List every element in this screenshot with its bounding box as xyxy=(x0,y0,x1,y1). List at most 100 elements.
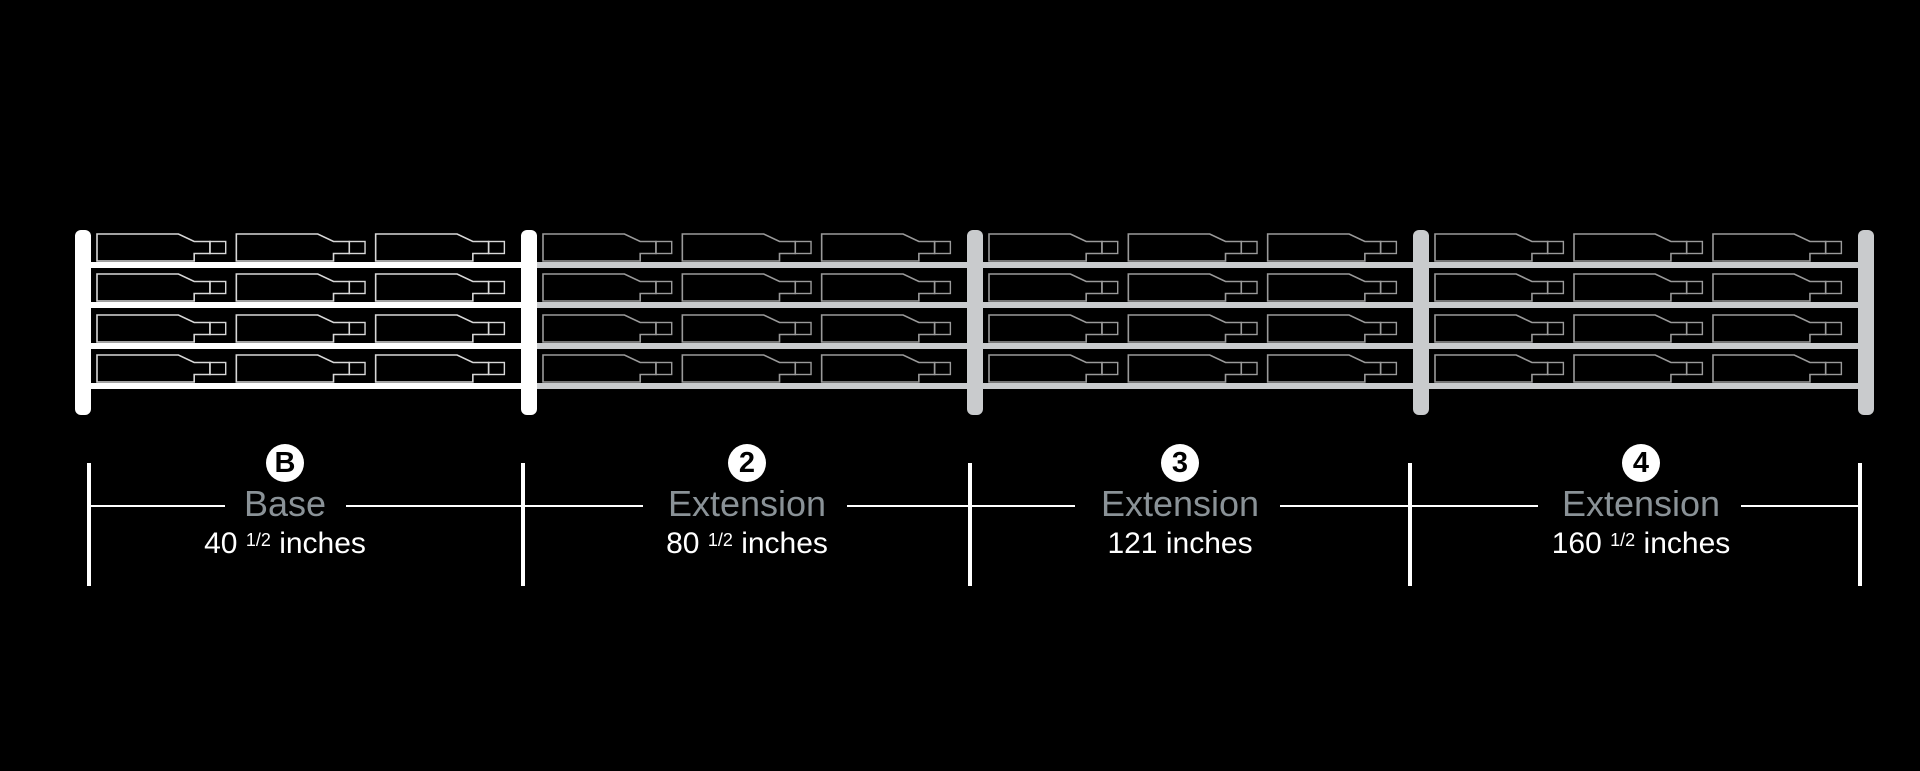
module-name: Extension xyxy=(667,483,827,524)
bottle-cap xyxy=(1379,321,1398,336)
length-fraction: 1/2 xyxy=(245,530,271,550)
bottle-outline xyxy=(1573,233,1688,262)
bottle-icon xyxy=(820,233,952,262)
bottle-outline xyxy=(235,233,351,262)
bottle-icon xyxy=(681,273,812,302)
bottle-icon xyxy=(1127,354,1258,383)
length-fraction: 1/2 xyxy=(707,530,733,550)
dimension-line xyxy=(346,505,523,507)
bottle-icon xyxy=(1712,354,1843,383)
circle-number-2-icon: 2 xyxy=(728,444,766,482)
bottle-icon xyxy=(235,314,366,343)
bottle-icon xyxy=(1712,314,1843,343)
bottle-outline xyxy=(820,354,936,383)
rack-post xyxy=(75,230,91,415)
bottle-icon xyxy=(820,354,952,383)
bottle-icon xyxy=(1573,273,1704,302)
dimension-line xyxy=(523,505,643,507)
bottle-icon xyxy=(1127,273,1258,302)
bottle-cap xyxy=(1824,240,1843,255)
dimension-lines xyxy=(87,463,1862,586)
bottle-cap xyxy=(1546,280,1565,295)
bottles-layer xyxy=(96,233,1843,383)
bottle-icon xyxy=(1127,314,1258,343)
bottle-cap xyxy=(794,361,812,376)
length-unit: inches xyxy=(279,527,366,560)
bottle-outline xyxy=(1712,314,1827,343)
bottle-cap xyxy=(1101,240,1119,255)
bottle-cap xyxy=(1685,280,1704,295)
rack-post xyxy=(967,230,983,415)
shelf-rail xyxy=(1421,343,1866,349)
bottle-icon xyxy=(1434,314,1565,343)
bottle-outline xyxy=(1712,273,1827,302)
bottle-outline xyxy=(96,314,211,343)
bottle-icon xyxy=(374,354,506,383)
module-label-base: B Base 40 1/2 inches xyxy=(105,444,465,562)
bottle-outline xyxy=(96,273,211,302)
bottle-outline xyxy=(1127,273,1243,302)
bottle-icon xyxy=(988,354,1119,383)
bottle-icon xyxy=(96,354,227,383)
bottle-cap xyxy=(1379,280,1398,295)
length-unit: inches xyxy=(1165,527,1253,560)
shelf-rail xyxy=(529,383,975,389)
bottle-outline xyxy=(681,273,797,302)
bottle-outline xyxy=(96,233,211,262)
module-length: 160 1/2 inches xyxy=(1461,526,1821,562)
dimension-tick xyxy=(1408,463,1412,586)
bottle-icon xyxy=(1127,233,1258,262)
module-name: Extension xyxy=(1100,483,1260,524)
shelf-rail xyxy=(1421,262,1866,268)
bottle-outline xyxy=(1573,314,1688,343)
bottle-icon xyxy=(235,354,366,383)
bottle-icon xyxy=(681,233,812,262)
length-unit: inches xyxy=(1643,527,1731,560)
bottle-cap xyxy=(655,361,673,376)
bottle-cap xyxy=(209,280,227,295)
length-whole: 160 xyxy=(1551,527,1602,560)
bottle-cap xyxy=(487,240,506,255)
bottle-cap xyxy=(1101,361,1119,376)
bottle-outline xyxy=(1266,273,1382,302)
bottle-cap xyxy=(1824,361,1843,376)
bottle-outline xyxy=(1434,273,1549,302)
bottle-outline xyxy=(1266,314,1382,343)
dimension-tick xyxy=(1858,463,1862,586)
dimension-line xyxy=(847,505,970,507)
bottle-cap xyxy=(794,321,812,336)
shelf-rail xyxy=(83,302,529,308)
bottle-icon xyxy=(820,314,952,343)
bottle-outline xyxy=(1434,354,1549,383)
bottle-cap xyxy=(209,321,227,336)
bottle-cap xyxy=(1240,361,1258,376)
dimension-line xyxy=(89,505,225,507)
bottle-outline xyxy=(681,314,797,343)
circle-letter-b-icon: B xyxy=(266,444,304,482)
bottle-cap xyxy=(1101,280,1119,295)
length-whole: 80 xyxy=(666,527,700,560)
bottle-outline xyxy=(542,354,657,383)
bottle-icon xyxy=(96,314,227,343)
bottle-outline xyxy=(1266,354,1382,383)
bottle-outline xyxy=(96,354,211,383)
bottle-outline xyxy=(988,354,1103,383)
shelf-rail xyxy=(975,383,1421,389)
bottle-icon xyxy=(374,314,506,343)
bottle-icon xyxy=(542,233,673,262)
dimension-tick xyxy=(968,463,972,586)
bottle-outline xyxy=(1434,233,1549,262)
bottle-outline xyxy=(1573,354,1688,383)
dimension-line xyxy=(1280,505,1410,507)
rack-post xyxy=(521,230,537,415)
module-length: 121 inches xyxy=(1000,526,1360,562)
bottle-cap xyxy=(209,240,227,255)
bottle-cap xyxy=(487,321,506,336)
shelf-rail xyxy=(1421,383,1866,389)
bottle-cap xyxy=(1824,321,1843,336)
shelf-rail xyxy=(529,302,975,308)
rack-post xyxy=(1858,230,1874,415)
bottle-outline xyxy=(1127,354,1243,383)
bottle-outline xyxy=(820,233,936,262)
bottle-icon xyxy=(96,233,227,262)
